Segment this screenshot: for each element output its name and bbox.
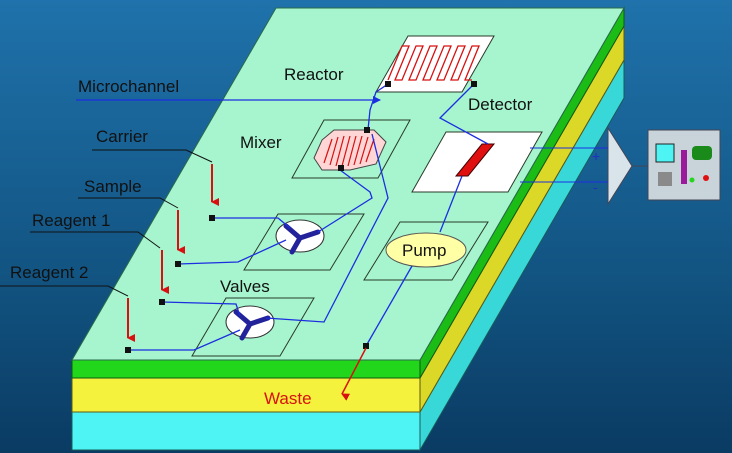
reactor-serpentine	[387, 45, 480, 81]
instrument-red-dot	[703, 175, 709, 181]
waste-arrow	[341, 347, 367, 401]
channel-valve-bottom-out	[265, 133, 389, 323]
detector-cell	[454, 143, 496, 177]
readout-instrument	[647, 129, 721, 201]
channel-reagent1	[161, 301, 241, 317]
microchannel-label: Microchannel	[78, 77, 179, 96]
pump-body	[385, 232, 467, 268]
sample-label: Sample	[84, 177, 142, 196]
label-leaders	[0, 149, 213, 297]
reagent1-label: Reagent 1	[32, 211, 110, 230]
layer-cyan-front	[71, 411, 421, 451]
valve-bottom	[225, 305, 275, 341]
amplifier-triangle	[607, 126, 633, 206]
instrument-green-button	[692, 146, 712, 160]
chip-front-layers	[71, 359, 421, 451]
reactor-pad	[375, 35, 495, 93]
microchannels	[76, 83, 489, 351]
reactor-label: Reactor	[284, 65, 344, 84]
pump-label: Pump	[402, 241, 446, 260]
channel-reactor-detector	[438, 83, 489, 145]
plus-sign: +	[592, 148, 600, 164]
channel-ports	[125, 81, 477, 353]
channel-sample	[177, 239, 287, 265]
layer-green-front	[71, 359, 421, 379]
mixer-label: Mixer	[240, 133, 282, 152]
reagent2-label: Reagent 2	[10, 263, 88, 282]
minus-sign: -	[593, 179, 598, 195]
chip-top-surface	[71, 7, 625, 361]
channel-carrier	[212, 217, 291, 229]
channel-pump-waste	[365, 265, 413, 347]
instrument-gray-block	[658, 172, 672, 186]
layer-yellow-front	[71, 377, 421, 413]
instrument-screen	[655, 143, 675, 163]
waste-label: Waste	[264, 389, 312, 408]
carrier-label: Carrier	[96, 127, 148, 146]
instrument-purple-bar	[681, 150, 687, 184]
valves-label: Valves	[220, 277, 270, 296]
channel-valve-top-out	[317, 169, 373, 233]
inlet-arrows	[127, 164, 219, 342]
instrument-green-dot	[689, 177, 695, 183]
valve-top	[275, 219, 325, 255]
channel-detector-pump	[439, 175, 463, 233]
detector-label: Detector	[468, 95, 533, 114]
chip-side-layers	[419, 6, 625, 452]
mixer-lines	[323, 135, 375, 167]
channel-reagent2	[128, 329, 241, 351]
